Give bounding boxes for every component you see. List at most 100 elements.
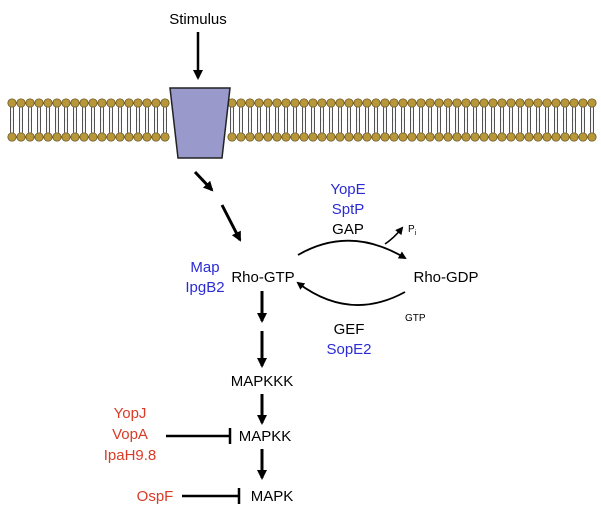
stimulus-label: Stimulus [169, 11, 227, 28]
lipid-head [506, 132, 516, 142]
lipid-head [124, 98, 134, 108]
effector-sope2: SopE2 [326, 341, 371, 358]
lipid-head [254, 132, 264, 142]
rho-gdp-label: Rho-GDP [413, 269, 478, 286]
lipid-head [479, 98, 489, 108]
lipid-head [452, 98, 462, 108]
lipid-head [61, 132, 71, 142]
lipid-head [587, 132, 597, 142]
lipid-head [416, 132, 426, 142]
lipid-head [52, 132, 62, 142]
inhibitor-ipah9-8: IpaH9.8 [104, 447, 157, 464]
lipid-head [587, 98, 597, 108]
lipid-head [434, 98, 444, 108]
lipid-head [142, 98, 152, 108]
lipid-head [443, 132, 453, 142]
lipid-head [299, 132, 309, 142]
lipid-head [263, 132, 273, 142]
signal-arrow-2 [220, 204, 242, 242]
lipid-head [70, 132, 80, 142]
lipid-head [245, 98, 255, 108]
lipid-head [533, 132, 543, 142]
gap-label: GAP [332, 221, 364, 238]
lipid-head [470, 98, 480, 108]
lipid-head [254, 98, 264, 108]
lipid-head [25, 98, 35, 108]
lipid-head [34, 132, 44, 142]
lipid-head [272, 132, 282, 142]
lipid-head [434, 132, 444, 142]
lipid-head [470, 132, 480, 142]
lipid-head [452, 132, 462, 142]
lipid-head [533, 98, 543, 108]
lipid-head [335, 132, 345, 142]
lipid-head [407, 98, 417, 108]
phosphate-release-arrow [384, 226, 404, 245]
inhibitor-vopa: VopA [112, 426, 148, 443]
lipid-head [506, 98, 516, 108]
lipid-head [515, 98, 525, 108]
phosphate-label: Pi [408, 224, 417, 237]
lipid-head [160, 98, 170, 108]
lipid-head [16, 98, 26, 108]
effector-ipgb2: IpgB2 [185, 279, 224, 296]
effector-yope: YopE [330, 181, 365, 198]
lipid-head [272, 98, 282, 108]
lipid-head [398, 98, 408, 108]
lipid-head [79, 98, 89, 108]
lipid-head [151, 98, 161, 108]
effector-sptp: SptP [332, 201, 365, 218]
lipid-head [416, 98, 426, 108]
lipid-head [335, 98, 345, 108]
lipid-head [61, 98, 71, 108]
lipid-head [115, 98, 125, 108]
lipid-head [317, 98, 327, 108]
lipid-head [317, 132, 327, 142]
lipid-head [326, 132, 336, 142]
lipid-head [115, 132, 125, 142]
lipid-head [7, 98, 17, 108]
cell-membrane [7, 98, 597, 142]
lipid-head [344, 132, 354, 142]
lipid-head [425, 132, 435, 142]
receptor-channel [169, 87, 231, 159]
lipid-head [326, 98, 336, 108]
lipid-head [479, 132, 489, 142]
lipid-head [353, 98, 363, 108]
gef-label: GEF [334, 321, 365, 338]
lipid-head [542, 132, 552, 142]
mapkkk-label: MAPKKK [231, 373, 294, 390]
lipid-head [299, 98, 309, 108]
mapkk-inhibition-line [166, 428, 232, 444]
lipid-head [160, 132, 170, 142]
lipid-head [551, 132, 561, 142]
lipid-head [398, 132, 408, 142]
lipid-head [16, 132, 26, 142]
lipid-head [7, 132, 17, 142]
lipid-head [25, 132, 35, 142]
lipid-head [497, 132, 507, 142]
mapk-label: MAPK [251, 488, 294, 505]
lipid-head [578, 132, 588, 142]
lipid-head [380, 98, 390, 108]
lipid-head [88, 98, 98, 108]
lipid-head [578, 98, 588, 108]
lipid-head [488, 132, 498, 142]
mapkk-label: MAPKK [239, 428, 292, 445]
lipid-head [34, 98, 44, 108]
lipid-head [344, 98, 354, 108]
lipid-head [88, 132, 98, 142]
lipid-head [389, 132, 399, 142]
lipid-head [151, 132, 161, 142]
lipid-head [79, 132, 89, 142]
lipid-head [461, 98, 471, 108]
lipid-head [488, 98, 498, 108]
lipid-head [106, 132, 116, 142]
lipid-head [236, 132, 246, 142]
lipid-head [281, 98, 291, 108]
lipid-head [362, 132, 372, 142]
lipid-head [515, 132, 525, 142]
lipid-head [569, 98, 579, 108]
lipid-head [263, 98, 273, 108]
